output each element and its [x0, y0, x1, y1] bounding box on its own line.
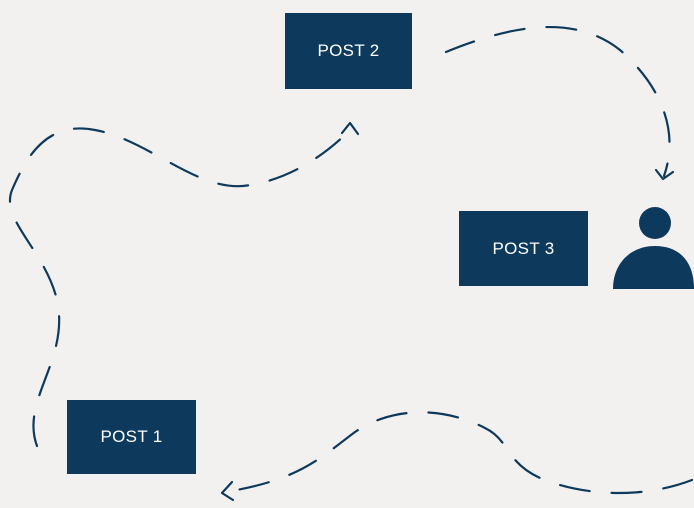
- post-1-label: POST 1: [100, 427, 163, 446]
- path-post1-to-post2: [9, 127, 352, 448]
- post-3-box: POST 3: [459, 211, 588, 286]
- arrowhead-post2: [340, 121, 360, 136]
- path-post2-to-post3: [444, 25, 671, 178]
- arrowhead-post3: [654, 168, 675, 181]
- post-2-box: POST 2: [285, 13, 412, 89]
- path-bottom-to-post1: [223, 411, 694, 495]
- post-1-box: POST 1: [67, 400, 196, 474]
- arrowhead-post1: [220, 480, 235, 502]
- post-3-label: POST 3: [492, 238, 555, 258]
- post-2-label: POST 2: [317, 41, 380, 60]
- person-icon: [613, 207, 694, 289]
